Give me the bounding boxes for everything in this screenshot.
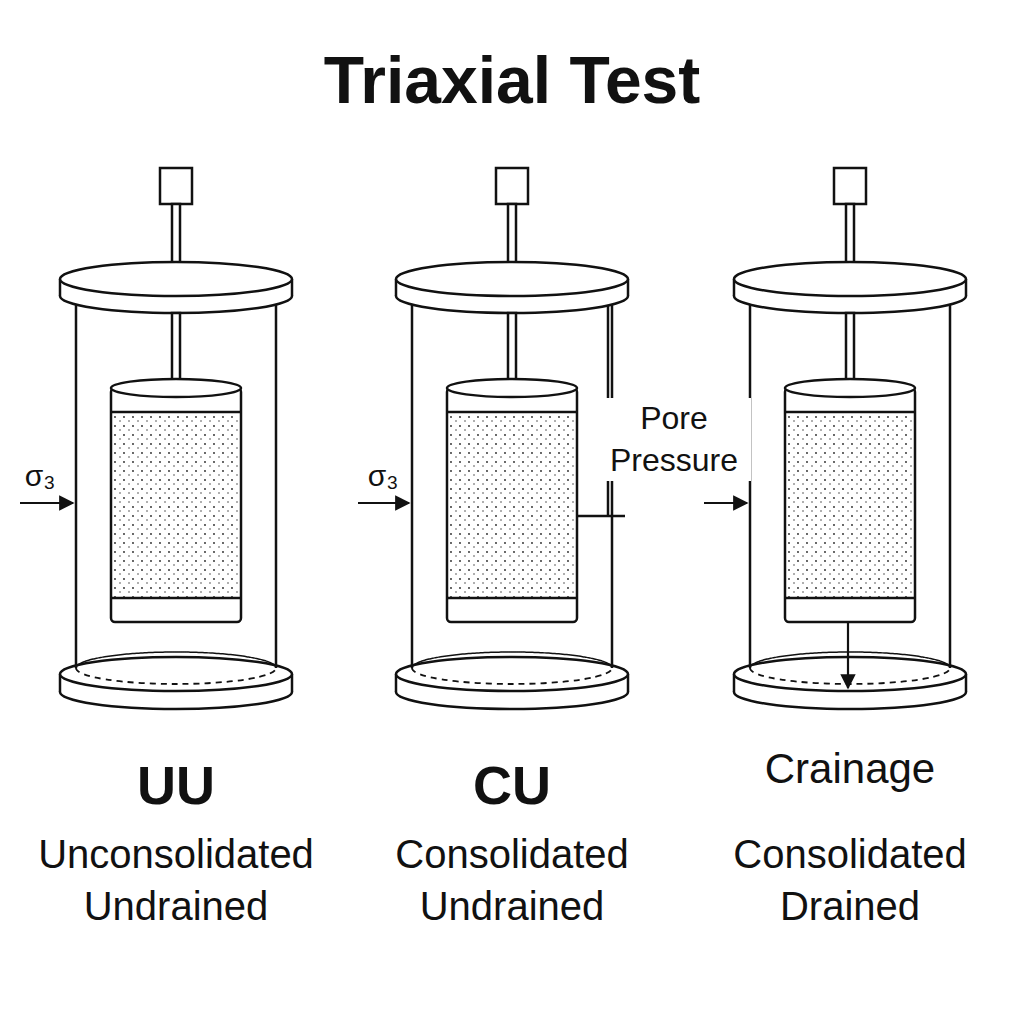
triaxial-cell xyxy=(396,168,628,709)
triaxial-cell xyxy=(734,168,966,709)
stress-label: σ₃ xyxy=(5,456,75,495)
pore-pressure-label: Pore Pressure xyxy=(597,398,751,481)
pressure-arrow xyxy=(358,502,409,504)
title: Triaxial Test xyxy=(0,38,1024,124)
drainage-label: Crainage xyxy=(700,742,1000,797)
test-code: CU xyxy=(402,750,622,820)
pressure-arrow xyxy=(704,502,747,504)
stress-label: σ₃ xyxy=(348,456,418,495)
test-name: Consolidated Undrained xyxy=(357,828,667,932)
triaxial-cell xyxy=(60,168,292,709)
pressure-arrow xyxy=(20,502,73,504)
pore-pressure-line xyxy=(577,515,625,518)
test-code: UU xyxy=(66,750,286,820)
test-name: Unconsolidated Undrained xyxy=(8,828,344,932)
drainage-arrow xyxy=(847,622,849,688)
test-name: Consolidated Drained xyxy=(695,828,1005,932)
